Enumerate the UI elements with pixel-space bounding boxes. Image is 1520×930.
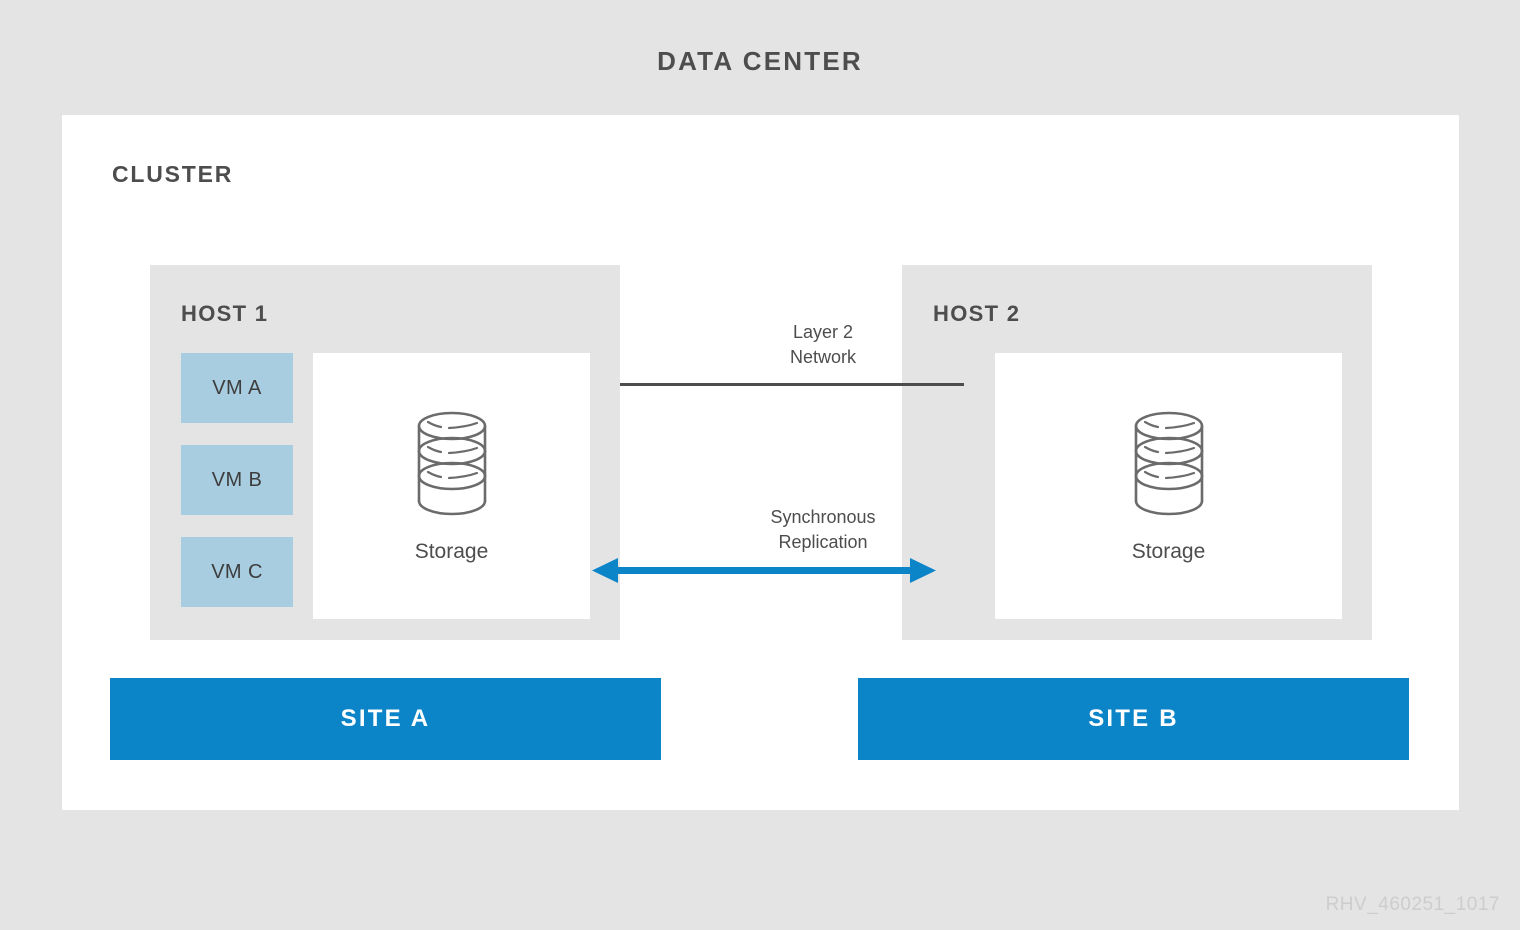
host-2-label: HOST 2 — [933, 301, 1021, 326]
layer2-network-line — [620, 383, 964, 386]
site-a-banner: SITE A — [110, 678, 661, 760]
synchronous-replication-label: Synchronous Replication — [682, 505, 964, 555]
host-1-label: HOST 1 — [181, 301, 269, 326]
vm-box-a[interactable]: VM A — [181, 353, 293, 423]
storage-label-host-1: Storage — [414, 539, 489, 563]
layer2-network-label-line2: Network — [789, 347, 856, 367]
synchronous-replication-label-line1: Synchronous — [770, 507, 876, 527]
layer2-network-label-line1: Layer 2 — [792, 322, 854, 342]
vm-box-c[interactable]: VM C — [181, 537, 293, 607]
storage-panel-host-1: Storage — [313, 353, 590, 619]
synchronous-replication-label-line2: Replication — [778, 532, 868, 552]
database-icon — [406, 409, 498, 524]
cluster-card: CLUSTER HOST 1 VM A VM B VM C — [62, 115, 1459, 810]
layer2-network-label: Layer 2 Network — [682, 320, 964, 370]
host-2-panel: HOST 2 — [902, 265, 1372, 640]
database-icon — [1123, 409, 1215, 524]
figure-caption: RHV_460251_1017 — [1325, 894, 1500, 915]
vm-box-b[interactable]: VM B — [181, 445, 293, 515]
site-b-banner: SITE B — [858, 678, 1409, 760]
cluster-label: CLUSTER — [112, 161, 234, 187]
replication-double-arrow — [592, 555, 936, 587]
host-1-panel: HOST 1 VM A VM B VM C — [150, 265, 620, 640]
page-title: DATA CENTER — [657, 46, 863, 76]
storage-panel-host-2: Storage — [995, 353, 1342, 619]
storage-label-host-2: Storage — [1131, 539, 1206, 563]
